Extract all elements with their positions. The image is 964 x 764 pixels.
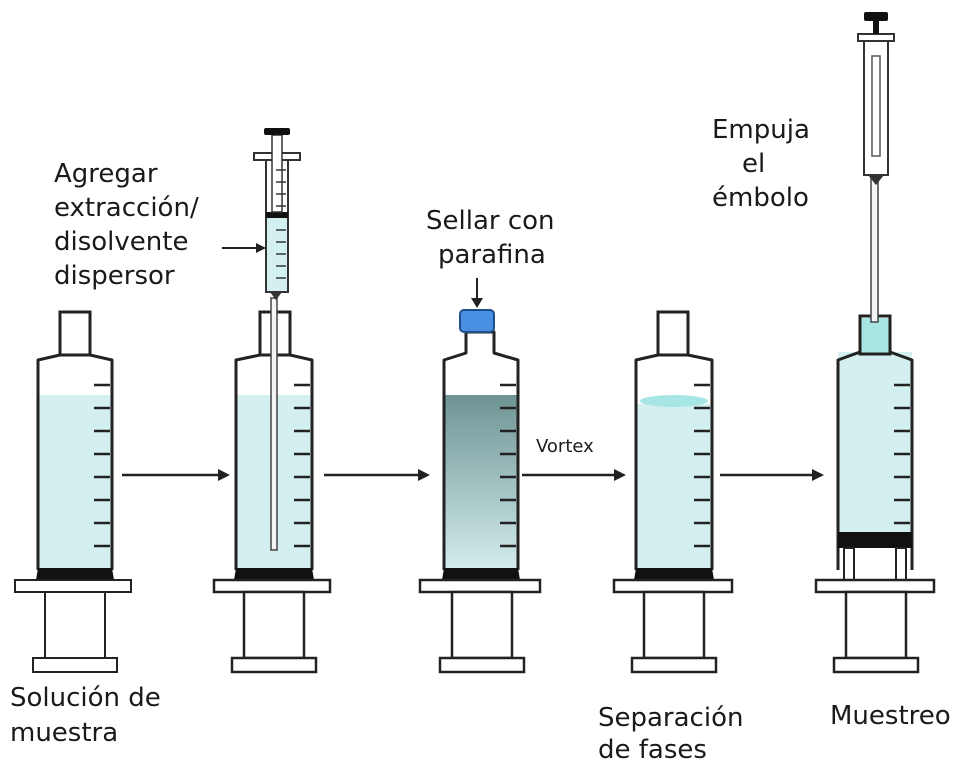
svg-text:Empuja: Empuja xyxy=(712,115,810,145)
paraffin-cap xyxy=(459,309,495,333)
arrow-step-3-to-4 xyxy=(522,469,626,481)
label-step-4: Separación de fases xyxy=(598,703,743,764)
label-step-5-bottom: Muestreo xyxy=(830,701,951,731)
svg-text:muestra: muestra xyxy=(10,718,118,748)
graduation-ticks xyxy=(500,383,516,548)
label-step-1: Solución de muestra xyxy=(10,683,161,748)
label-step-2: Agregar extracción/ disolvente dispersor xyxy=(54,159,199,291)
pointer-arrow-solvent xyxy=(222,243,266,253)
syringe-sampling xyxy=(814,171,936,674)
svg-text:parafina: parafina xyxy=(438,240,546,270)
svg-text:Separación: Separación xyxy=(598,703,743,733)
svg-text:el: el xyxy=(742,149,765,179)
svg-text:Solución de: Solución de xyxy=(10,683,161,713)
extract-phase xyxy=(640,395,708,407)
svg-text:extracción/: extracción/ xyxy=(54,193,199,223)
label-vortex: Vortex xyxy=(536,436,594,457)
syringe-sealed xyxy=(418,309,542,674)
plunger-head xyxy=(838,532,912,548)
svg-text:dispersor: dispersor xyxy=(54,261,175,291)
syringe-sample-solution xyxy=(14,310,132,673)
pointer-arrow-seal xyxy=(471,278,483,308)
mini-graduation-ticks xyxy=(276,169,286,279)
svg-text:Sellar con: Sellar con xyxy=(426,206,555,236)
svg-text:émbolo: émbolo xyxy=(712,183,809,213)
arrow-step-1-to-2 xyxy=(122,469,230,481)
graduation-ticks xyxy=(894,383,910,525)
svg-text:de fases: de fases xyxy=(598,735,707,764)
syringe-phase-separation xyxy=(612,310,734,674)
syringe-add-solvent xyxy=(212,297,332,674)
arrow-step-2-to-3 xyxy=(324,469,430,481)
collection-microsyringe xyxy=(857,12,895,185)
graduation-ticks xyxy=(694,383,710,548)
label-step-3: Sellar con parafina xyxy=(426,206,555,270)
svg-text:Agregar: Agregar xyxy=(54,159,158,189)
graduation-ticks xyxy=(94,383,110,548)
arrow-step-4-to-5 xyxy=(720,469,824,481)
graduation-ticks xyxy=(294,383,310,548)
injection-syringe xyxy=(253,128,301,300)
label-step-5-top: Empuja el émbolo xyxy=(712,115,810,213)
svg-text:disolvente: disolvente xyxy=(54,227,188,257)
